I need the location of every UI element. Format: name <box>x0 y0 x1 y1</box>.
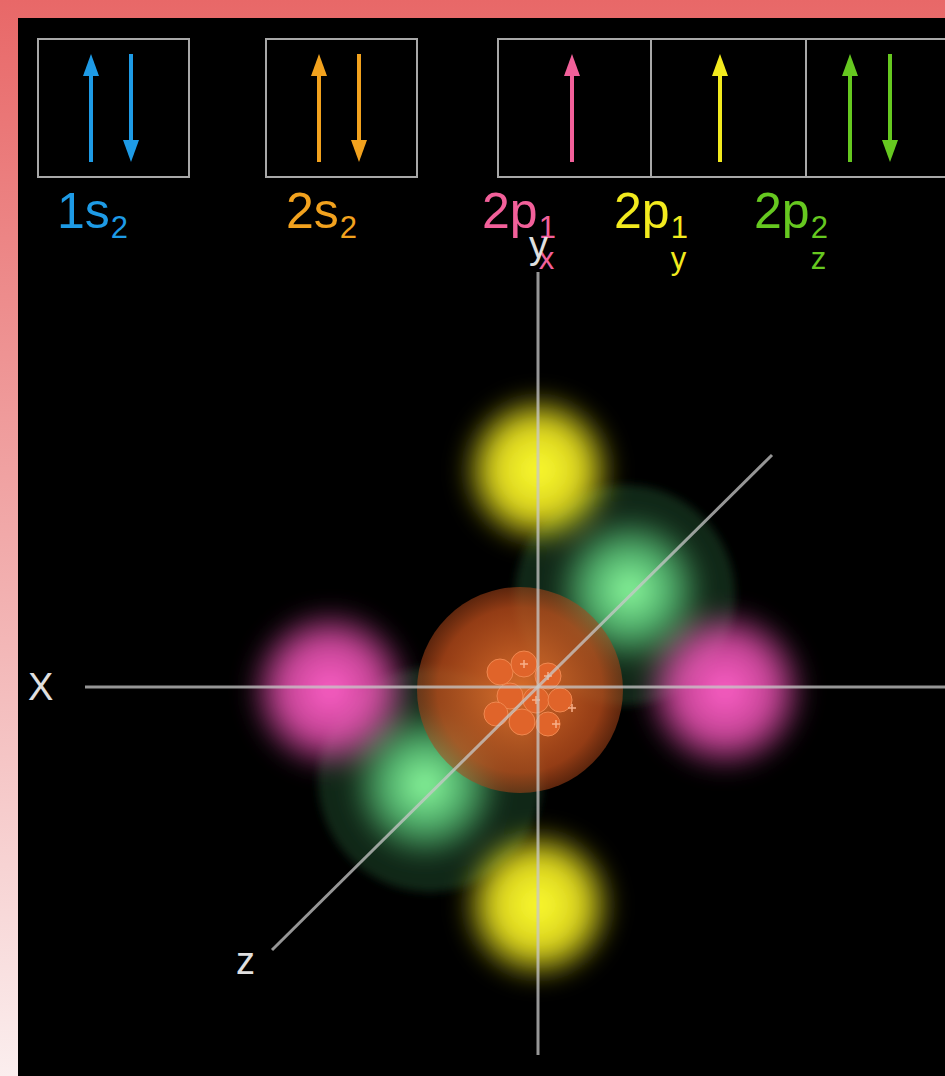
orbital-label: 2s2 <box>286 186 357 243</box>
spin-arrow-down <box>351 54 367 162</box>
electron-count: 1 <box>671 212 688 243</box>
electron-count: 2 <box>111 212 128 243</box>
orbital-label: 2p1y <box>614 186 688 274</box>
nucleus-plus-marks <box>520 660 576 728</box>
spin-arrows <box>652 40 809 180</box>
orbital-name: 2p <box>614 183 670 239</box>
orbital-label: 1s2 <box>57 186 128 243</box>
orbital-box: 1s2 <box>37 38 190 178</box>
index-stack: 1y <box>671 212 688 274</box>
spin-arrow-up <box>311 54 327 162</box>
orbital-box: 2p2z <box>805 38 945 178</box>
orbital-name: 1s <box>57 183 110 239</box>
axis-label-y: y <box>529 226 548 264</box>
spin-arrow-down <box>882 54 898 162</box>
axis-label-x: X <box>28 668 53 706</box>
orbital-label: 2p2z <box>754 186 828 274</box>
spin-arrows <box>267 40 420 180</box>
orbital-name: 2s <box>286 183 339 239</box>
index-stack: 2z <box>811 212 828 274</box>
axes <box>85 272 945 1055</box>
axis-subscript: z <box>811 243 828 274</box>
index-stack: 2 <box>111 212 128 243</box>
index-stack: 2 <box>340 212 357 243</box>
orbital-name: 2p <box>754 183 810 239</box>
spin-arrow-up <box>83 54 99 162</box>
spin-arrow-down <box>123 54 139 162</box>
spin-arrow-up <box>564 54 580 162</box>
orbital-box: 2s2 <box>265 38 418 178</box>
axis-label-z: z <box>236 942 255 980</box>
spin-arrows <box>499 40 654 180</box>
spin-arrows <box>807 40 945 180</box>
electron-count: 2 <box>811 212 828 243</box>
spin-arrows <box>39 40 192 180</box>
axis-subscript: y <box>671 243 688 274</box>
spin-arrow-up <box>842 54 858 162</box>
electron-count: 2 <box>340 212 357 243</box>
orbital-box: 2p1x <box>497 38 652 178</box>
orbital-box: 2p1y <box>650 38 807 178</box>
s-orbital-sphere <box>417 587 623 793</box>
spin-arrow-up <box>712 54 728 162</box>
